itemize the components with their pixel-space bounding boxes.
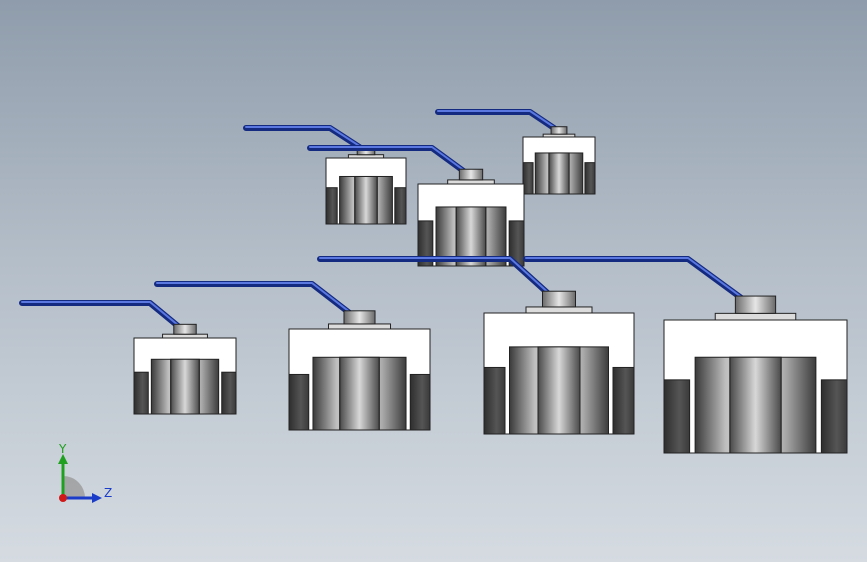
valve-end-cap-right bbox=[612, 366, 635, 435]
valve-ball-core bbox=[537, 346, 581, 435]
valve-handle-highlight bbox=[156, 282, 352, 314]
valve-small-top-right[interactable] bbox=[435, 109, 596, 195]
valve-handle-highlight bbox=[525, 257, 745, 300]
valve-large-center[interactable] bbox=[317, 256, 635, 435]
valve-ball-core bbox=[354, 175, 378, 225]
valve-ball-core bbox=[170, 358, 200, 415]
valve-stem-nut bbox=[458, 168, 484, 181]
triad-z-arrow bbox=[92, 493, 102, 503]
valve-handle-highlight bbox=[309, 146, 466, 172]
valve-small-top-left[interactable] bbox=[243, 125, 407, 225]
valve-medium-left[interactable] bbox=[154, 281, 431, 431]
valve-end-cap-left bbox=[288, 373, 310, 431]
valve-end-cap-left bbox=[417, 220, 434, 267]
orientation-triad: Y Z bbox=[58, 442, 112, 503]
valve-stem-nut bbox=[173, 323, 197, 335]
valve-handle-highlight bbox=[437, 110, 556, 129]
valve-end-cap-left bbox=[522, 162, 534, 195]
valve-handle-highlight bbox=[319, 257, 551, 295]
valve-stem-nut bbox=[734, 295, 777, 314]
valve-large-right[interactable] bbox=[523, 256, 848, 454]
valve-end-cap-right bbox=[820, 379, 848, 454]
valve-end-cap-right bbox=[584, 162, 596, 195]
valve-handle-highlight bbox=[21, 301, 180, 327]
valve-stem-nut bbox=[550, 126, 568, 135]
valve-stem-nut bbox=[542, 290, 576, 308]
valve-handle bbox=[243, 125, 364, 151]
valve-ball-core bbox=[729, 356, 782, 454]
triad-y-arrow bbox=[58, 454, 68, 464]
triad-y-label: Y bbox=[58, 442, 67, 456]
valve-end-cap-left bbox=[325, 187, 338, 225]
valve-ball-core bbox=[548, 152, 570, 195]
valve-end-cap-left bbox=[483, 366, 506, 435]
triad-quarter-disc bbox=[63, 476, 85, 498]
valve-small-left[interactable] bbox=[19, 300, 237, 415]
triad-x-axis-dot bbox=[59, 494, 67, 502]
valve-end-cap-left bbox=[663, 379, 691, 454]
valve-handle bbox=[154, 281, 354, 317]
valve-end-cap-right bbox=[221, 371, 237, 415]
valve-end-cap-left bbox=[133, 371, 149, 415]
valve-handle-highlight bbox=[245, 126, 362, 148]
valve-end-cap-right bbox=[394, 187, 407, 225]
valve-end-cap-right bbox=[409, 373, 431, 431]
valve-stem-nut bbox=[343, 310, 376, 325]
triad-z-label: Z bbox=[104, 486, 112, 500]
valve-ball-core bbox=[339, 356, 380, 431]
